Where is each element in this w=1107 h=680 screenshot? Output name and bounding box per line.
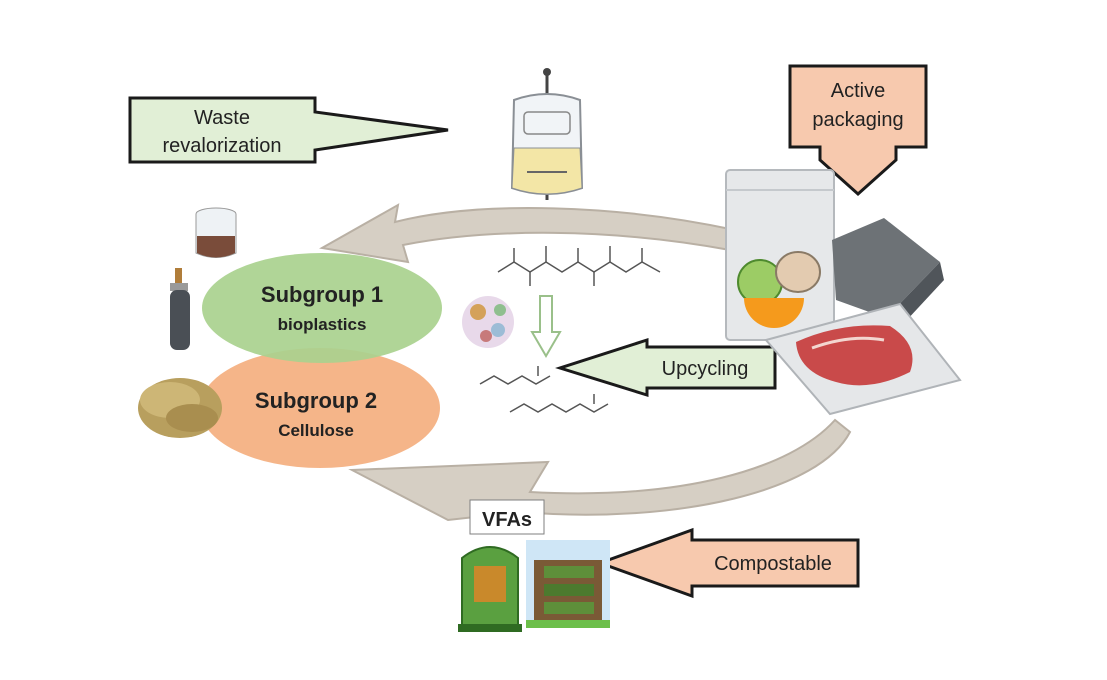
subgroup-2-title: Subgroup 2 (255, 388, 377, 413)
cycle-arrow-top (319, 203, 737, 264)
compostable-callout (595, 527, 860, 599)
gas-cylinder-icon (170, 268, 190, 350)
straw-pile-icon (138, 378, 222, 438)
polymer-chain-icon (497, 246, 661, 286)
compost-bin-icon (526, 540, 610, 628)
subgroup-1-subtitle: bioplastics (278, 315, 367, 334)
subgroup-2-ellipse (200, 348, 440, 468)
upcycling-label: Upcycling (662, 358, 749, 380)
vfas-label: VFAs (482, 509, 532, 531)
active-packaging-line2: packaging (812, 109, 903, 131)
waste-revalorization-line2: revalorization (163, 135, 282, 157)
subgroup-1-title: Subgroup 1 (261, 282, 383, 307)
sample-jar-icon (195, 207, 237, 258)
meat-tray-icon (764, 302, 962, 416)
subgroup-1-ellipse (202, 253, 442, 363)
protein-structure-icon (462, 296, 514, 348)
packaging-bag-icon (725, 169, 835, 341)
active-packaging-line1: Active (831, 80, 885, 102)
polymer-chain-small-icon (479, 366, 609, 413)
center-down-arrow (530, 295, 562, 358)
subgroup-2-subtitle: Cellulose (278, 421, 354, 440)
bioreactor-icon (510, 68, 584, 200)
compostable-label: Compostable (714, 553, 832, 575)
upcycling-callout (555, 337, 777, 398)
vfas-box (469, 499, 545, 535)
waste-revalorization-callout (128, 96, 449, 164)
active-packaging-callout (788, 64, 928, 197)
waste-revalorization-line1: Waste (194, 107, 250, 129)
digester-tank-icon (458, 546, 522, 632)
cycle-arrow-bottom (348, 418, 852, 522)
